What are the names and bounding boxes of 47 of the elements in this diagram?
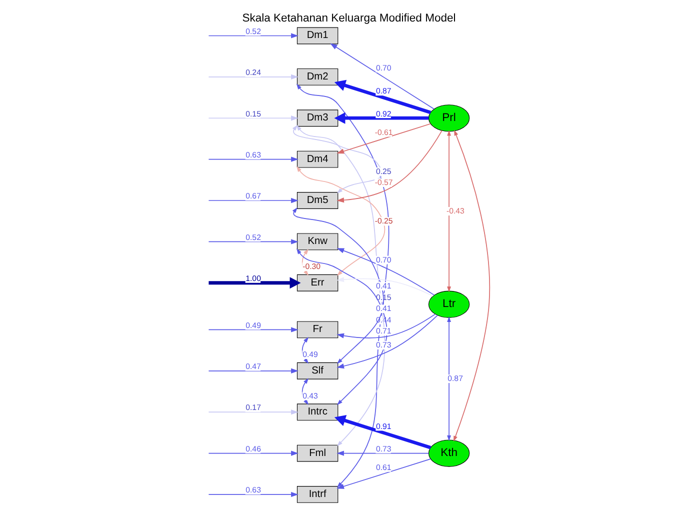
- node-box: Err: [296, 274, 338, 292]
- node-ellipse: Prl: [428, 104, 470, 132]
- arrow: [208, 198, 298, 204]
- arrow: [208, 368, 298, 374]
- arrow: [208, 277, 300, 289]
- arrow: [446, 316, 451, 442]
- arrow: [208, 450, 298, 456]
- arrow: [208, 492, 298, 498]
- arrow: [453, 130, 490, 442]
- arrow: [336, 277, 433, 296]
- arrow: [334, 415, 431, 450]
- arrow: [301, 336, 308, 364]
- node-box: Dm3: [296, 110, 338, 127]
- diagram-title: Skala Ketahanan Keluarga Modified Model: [242, 12, 456, 25]
- arrow: [336, 450, 429, 456]
- arrow: [336, 123, 431, 154]
- arrow: [208, 33, 298, 38]
- arrow: [334, 112, 428, 124]
- arrow: [208, 74, 298, 80]
- node-box: Dm2: [296, 68, 338, 86]
- arrow: [336, 458, 431, 489]
- arrow: [208, 327, 298, 332]
- arrow: [292, 207, 384, 364]
- node-box: Fml: [296, 444, 338, 462]
- node-box: Fr: [296, 321, 338, 338]
- arrow: [301, 248, 308, 276]
- arrow: [208, 239, 298, 244]
- node-box: Dm5: [296, 192, 338, 209]
- node-box: Dm4: [296, 150, 338, 168]
- node-box: Slf: [296, 362, 338, 380]
- arrow: [208, 410, 298, 415]
- arrow: [301, 378, 308, 405]
- arrow: [336, 248, 434, 296]
- arrow: [208, 156, 298, 162]
- arrow: [292, 125, 382, 194]
- node-ellipse: Kth: [428, 440, 470, 467]
- node-box: Intrf: [296, 486, 338, 503]
- node-box: Knw: [296, 233, 338, 250]
- node-box: Intrc: [296, 404, 338, 421]
- arrow: [336, 130, 442, 203]
- node-box: Dm1: [296, 27, 338, 44]
- arrow: [334, 80, 431, 114]
- arrow: [208, 116, 298, 121]
- node-ellipse: Ltr: [428, 290, 470, 318]
- arrow: [296, 248, 387, 406]
- arrow: [446, 130, 451, 292]
- arrow: [330, 43, 434, 110]
